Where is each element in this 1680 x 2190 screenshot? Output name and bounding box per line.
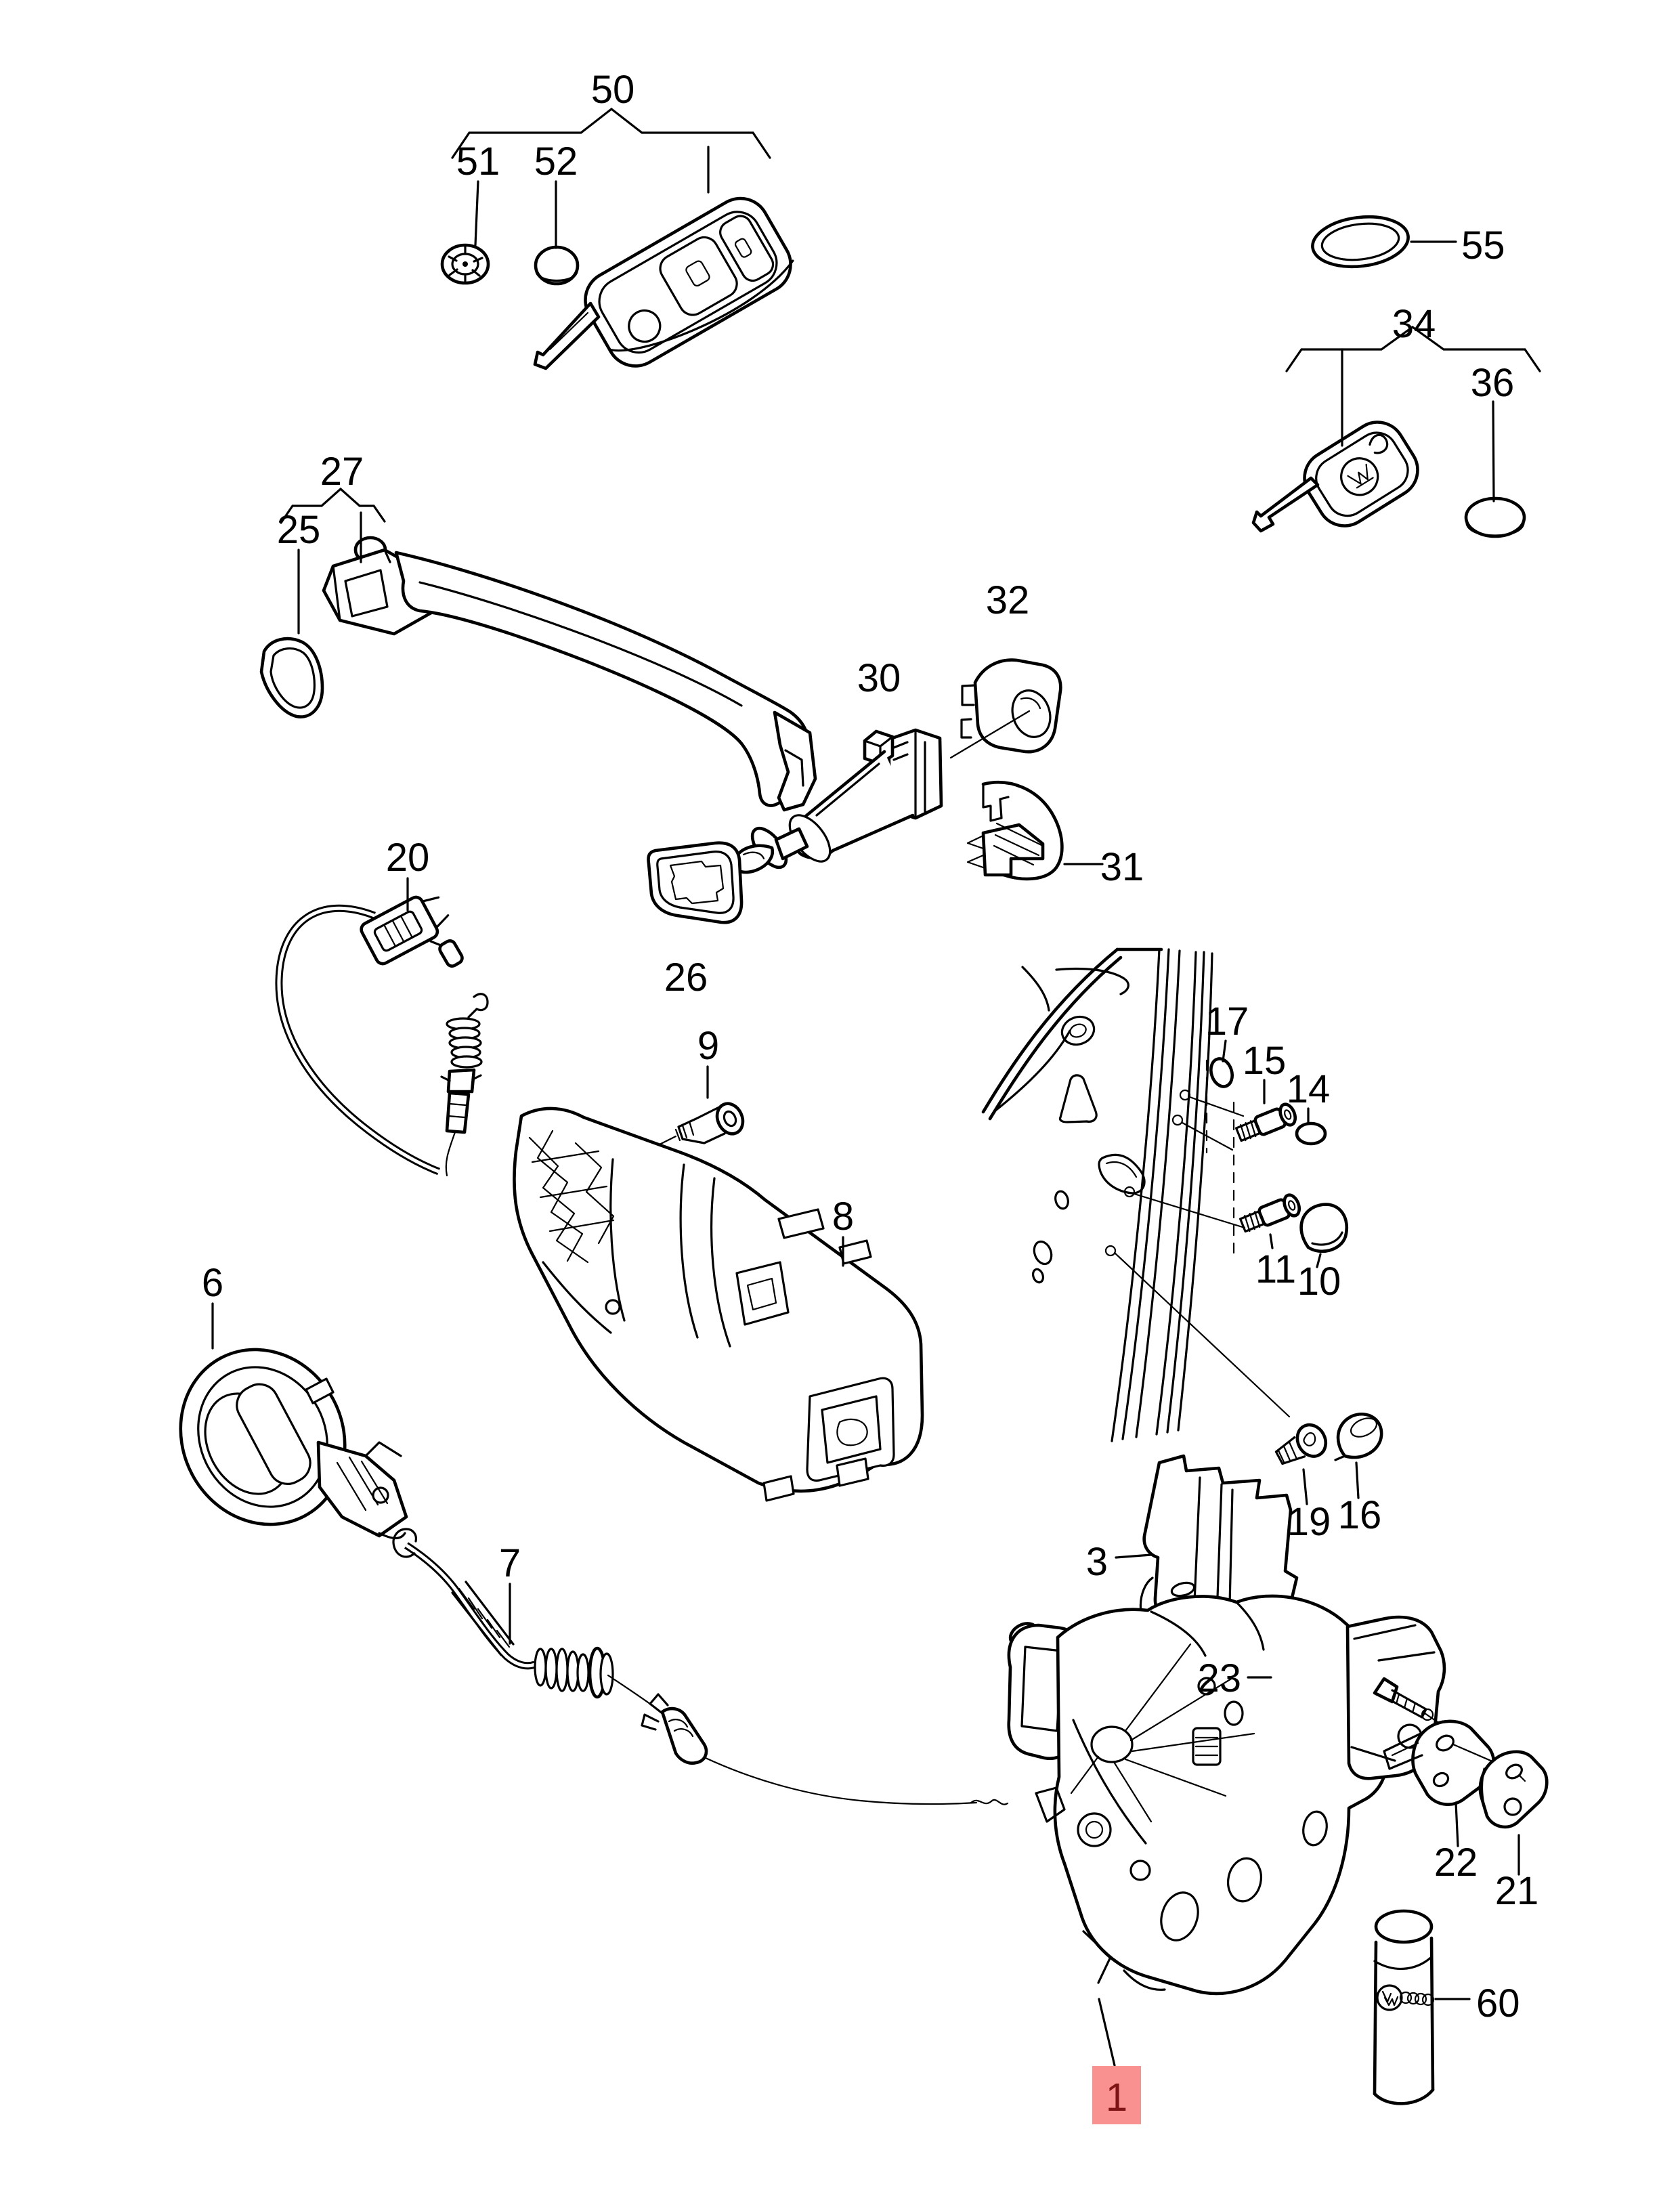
door-frame-section xyxy=(981,947,1291,1442)
part-handle-carrier-8 xyxy=(513,1107,924,1502)
part-lock-cable-7 xyxy=(392,1528,1009,1805)
callout-16[interactable]: 16 xyxy=(1338,1493,1382,1537)
callout-9[interactable]: 9 xyxy=(697,1024,719,1068)
vw-logo-icon xyxy=(1376,1984,1403,2011)
callout-60[interactable]: 60 xyxy=(1476,1981,1520,2025)
callout-15[interactable]: 15 xyxy=(1243,1039,1287,1083)
part-striker-shim-21 xyxy=(1478,1750,1549,1829)
leader-11 xyxy=(1269,1233,1274,1249)
part-inner-handle-6 xyxy=(179,1348,408,1540)
part-lock-cylinder-30 xyxy=(733,728,943,874)
part-striker-screw-23 xyxy=(1373,1677,1456,1735)
callout-50[interactable]: 50 xyxy=(591,68,635,112)
callout-36[interactable]: 36 xyxy=(1471,361,1515,405)
callout-34[interactable]: 34 xyxy=(1392,302,1436,346)
part-bolt-11 xyxy=(1239,1193,1301,1233)
callout-22[interactable]: 22 xyxy=(1434,1841,1478,1885)
part-cylinder-seal-26 xyxy=(647,841,744,924)
callout-51[interactable]: 51 xyxy=(456,139,500,184)
part-outer-handle-27 xyxy=(322,536,817,812)
callout-26[interactable]: 26 xyxy=(664,956,708,1000)
leader-16 xyxy=(1355,1461,1360,1499)
callout-30[interactable]: 30 xyxy=(857,656,901,700)
leader-19 xyxy=(1302,1468,1308,1505)
part-screw-9 xyxy=(653,1102,745,1148)
part-cap-36 xyxy=(1464,496,1526,538)
part-bolt-15 xyxy=(1235,1102,1297,1142)
part-emblem-disc-51 xyxy=(440,243,490,285)
callout-20[interactable]: 20 xyxy=(386,836,430,880)
audi-rings-icon xyxy=(1399,1991,1435,2006)
part-release-cable-20 xyxy=(275,895,489,1177)
leader-1 xyxy=(1098,1998,1116,2067)
part-cap-17 xyxy=(1209,1057,1234,1088)
callout-27[interactable]: 27 xyxy=(320,450,364,494)
highlight-box-part-1[interactable] xyxy=(1092,2066,1141,2124)
leader-17 xyxy=(1222,1039,1227,1062)
bracket-34 xyxy=(1285,326,1541,502)
leader-10 xyxy=(1316,1253,1322,1268)
callout-52[interactable]: 52 xyxy=(534,139,578,184)
callout-1-highlighted[interactable]: 1 xyxy=(1106,2076,1127,2120)
callout-17[interactable]: 17 xyxy=(1205,1000,1249,1044)
part-plug-14 xyxy=(1295,1121,1327,1146)
part-lubricant-can-60 xyxy=(1373,1909,1435,2105)
part-cylinder-cap-31 xyxy=(966,780,1104,881)
callout-6[interactable]: 6 xyxy=(202,1261,223,1305)
leader-3 xyxy=(1115,1553,1153,1559)
part-o-ring-55 xyxy=(1311,215,1457,269)
callout-7[interactable]: 7 xyxy=(499,1541,521,1585)
callout-8[interactable]: 8 xyxy=(832,1195,854,1239)
callout-19[interactable]: 19 xyxy=(1287,1500,1331,1544)
callout-55[interactable]: 55 xyxy=(1461,223,1505,267)
part-remote-key-fob xyxy=(533,196,794,370)
part-screw-19 xyxy=(1274,1423,1328,1465)
leader-22 xyxy=(1455,1801,1459,1847)
callout-labels: 50 51 52 55 34 36 27 25 32 30 31 26 20 9… xyxy=(202,68,1538,2120)
callout-23[interactable]: 23 xyxy=(1197,1656,1241,1700)
callout-31[interactable]: 31 xyxy=(1100,845,1144,889)
part-door-lock-1 xyxy=(1007,1594,1446,1996)
part-handle-seal-25 xyxy=(259,637,324,718)
part-cap-10 xyxy=(1299,1203,1349,1253)
part-cone-16 xyxy=(1334,1412,1383,1461)
key-blade xyxy=(1251,476,1320,533)
callout-14[interactable]: 14 xyxy=(1287,1067,1331,1111)
bracket-27 xyxy=(280,487,386,635)
callout-32[interactable]: 32 xyxy=(986,578,1030,622)
callout-25[interactable]: 25 xyxy=(277,508,321,552)
callout-21[interactable]: 21 xyxy=(1495,1869,1539,1913)
part-striker-plate-22 xyxy=(1383,1719,1505,1806)
part-cylinder-cap-32 xyxy=(949,658,1062,759)
part-button-cap-52 xyxy=(534,245,580,286)
callout-11[interactable]: 11 xyxy=(1255,1247,1296,1291)
key-blade xyxy=(533,301,601,370)
bracket-50 xyxy=(451,107,771,249)
callout-10[interactable]: 10 xyxy=(1297,1260,1341,1304)
part-master-key-34 xyxy=(1251,421,1419,533)
callout-3[interactable]: 3 xyxy=(1086,1540,1108,1584)
